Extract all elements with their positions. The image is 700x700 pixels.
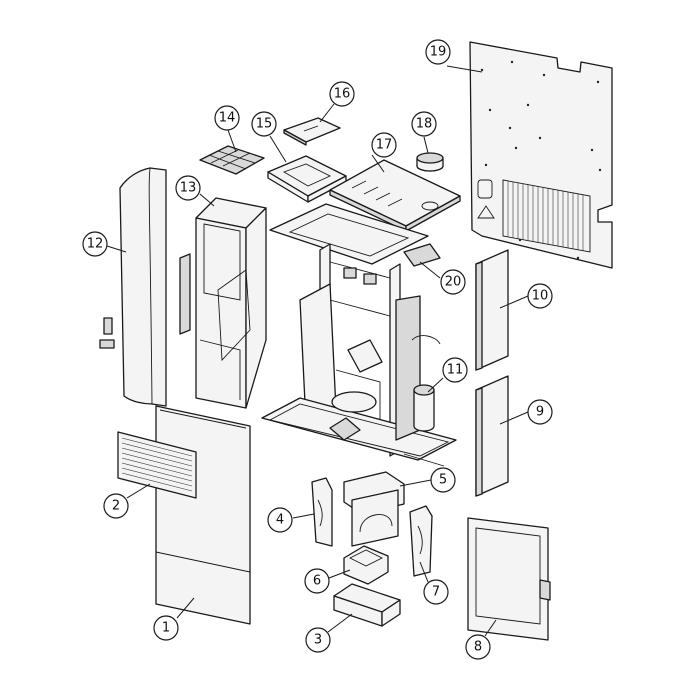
part-right-upper-panel — [475, 249, 509, 371]
callout-4: 4 — [267, 507, 293, 533]
callout-4-label: 4 — [276, 513, 284, 528]
callout-14: 14 — [214, 105, 240, 131]
part-left-side-panel — [99, 167, 167, 407]
callout-1: 1 — [153, 615, 179, 641]
callout-7: 7 — [423, 579, 449, 605]
part-firebox-front — [343, 471, 405, 547]
callout-5-label: 5 — [439, 473, 447, 488]
callout-6: 6 — [304, 568, 330, 594]
part-left-bracket — [311, 477, 333, 547]
callout-15-label: 15 — [256, 117, 273, 132]
callout-17-label: 17 — [376, 138, 393, 153]
callout-20: 20 — [440, 269, 466, 295]
callout-9-label: 9 — [536, 405, 544, 420]
callout-18: 18 — [411, 111, 437, 137]
callout-19-label: 19 — [430, 45, 447, 60]
part-door — [467, 517, 551, 641]
callout-5: 5 — [430, 467, 456, 493]
part-top-bracket — [403, 243, 441, 267]
part-top-plate — [329, 159, 461, 232]
callout-3-label: 3 — [314, 633, 322, 648]
part-top-lid — [283, 117, 341, 146]
callout-13: 13 — [175, 175, 201, 201]
part-back-panel — [469, 41, 613, 269]
callout-11: 11 — [442, 357, 468, 383]
callout-10-label: 10 — [532, 289, 549, 304]
callout-1-label: 1 — [162, 621, 170, 636]
callout-7-label: 7 — [432, 585, 440, 600]
callout-16: 16 — [329, 81, 355, 107]
callouts: 1 2 3 4 5 6 7 8 9 10 11 12 13 14 15 16 1… — [82, 39, 553, 660]
callout-20-label: 20 — [445, 275, 462, 290]
callout-13-label: 13 — [180, 181, 197, 196]
callout-6-label: 6 — [313, 574, 321, 589]
part-right-bracket — [409, 505, 433, 577]
callout-18-label: 18 — [416, 117, 433, 132]
part-grille — [117, 431, 197, 499]
part-grid-filter — [199, 145, 265, 175]
callout-10: 10 — [527, 283, 553, 309]
callout-17: 17 — [371, 132, 397, 158]
callout-2-label: 2 — [112, 499, 120, 514]
callout-12: 12 — [82, 231, 108, 257]
callout-16-label: 16 — [334, 87, 351, 102]
callout-11-label: 11 — [447, 363, 464, 378]
part-right-lower-panel — [475, 375, 509, 497]
callout-15: 15 — [251, 111, 277, 137]
callout-14-label: 14 — [219, 111, 236, 126]
callout-19: 19 — [425, 39, 451, 65]
part-ash-tray — [333, 583, 401, 627]
leader-lines — [106, 65, 529, 637]
callout-2: 2 — [103, 493, 129, 519]
part-motor-cylinder — [413, 384, 435, 432]
part-round-cap — [416, 152, 444, 172]
callout-8-label: 8 — [474, 640, 482, 655]
callout-3: 3 — [305, 627, 331, 653]
part-burner-pot — [343, 545, 389, 585]
callout-12-label: 12 — [87, 237, 104, 252]
callout-8: 8 — [465, 634, 491, 660]
part-front-panel — [155, 405, 251, 625]
callout-9: 9 — [527, 399, 553, 425]
part-hopper-body — [179, 197, 267, 409]
